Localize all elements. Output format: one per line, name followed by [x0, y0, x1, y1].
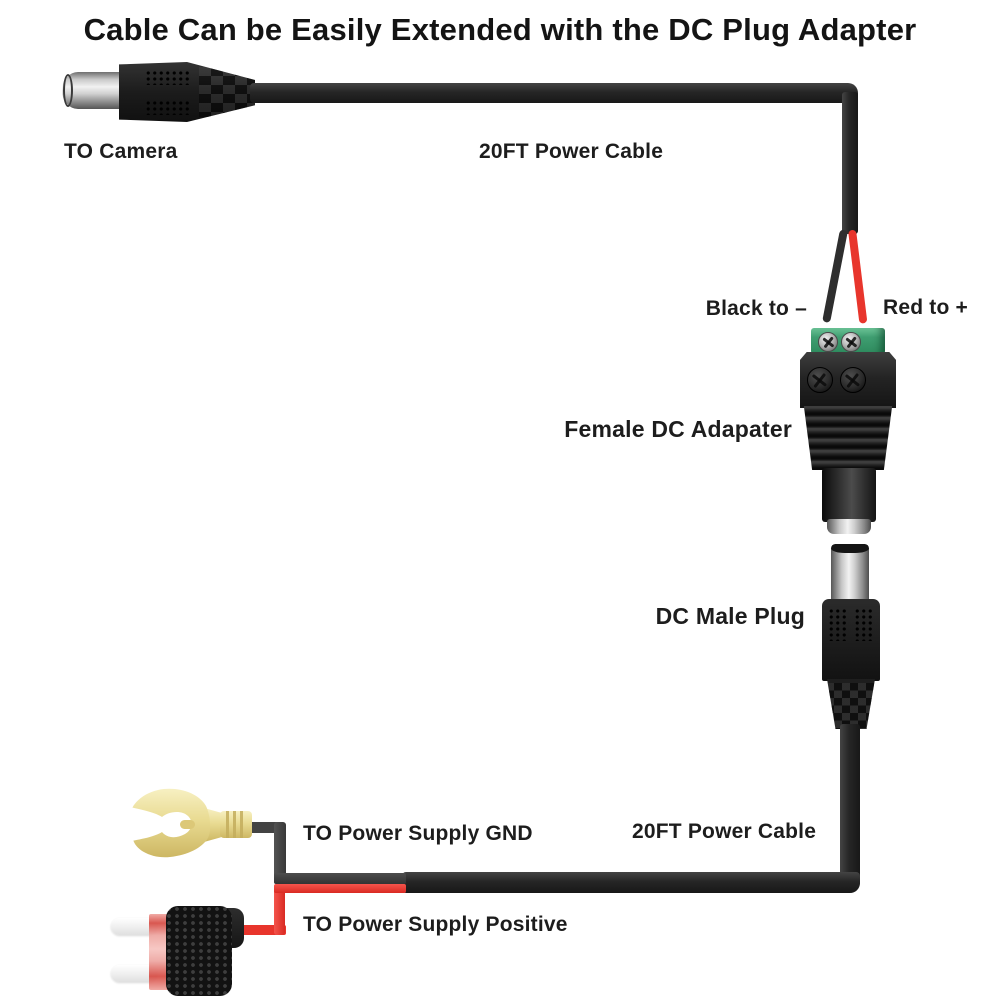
plug-grip-checker [199, 67, 255, 117]
fork-terminal-gnd-icon [128, 788, 252, 858]
positive-wire-horizontal-long [274, 884, 406, 893]
male-plug-cable [840, 724, 860, 886]
label-power-cable-bottom: 20FT Power Cable [632, 820, 817, 843]
gnd-wire-horizontal-short [246, 822, 284, 833]
label-power-supply-gnd: TO Power Supply GND [303, 822, 533, 845]
power-cable-right-vertical [842, 92, 858, 234]
gnd-wire-vertical [274, 822, 286, 884]
male-plug-dots-left [828, 608, 849, 641]
fuse-prong-bottom [111, 965, 157, 982]
plug-grip-dots-top [145, 70, 191, 85]
male-plug-strain-checker [827, 683, 875, 729]
terminal-screw-left [818, 332, 838, 352]
adapter-barrel [822, 468, 876, 522]
plug-tip-rim [63, 74, 73, 107]
label-female-dc-adapter: Female DC Adapater [564, 416, 792, 442]
adapter-screw-right [840, 367, 866, 393]
male-plug-body [822, 599, 880, 681]
positive-wire-horizontal-short [238, 925, 286, 935]
label-to-camera: TO Camera [64, 140, 178, 163]
gnd-wire-horizontal-long [274, 873, 406, 884]
label-power-cable-top: 20FT Power Cable [479, 140, 664, 163]
label-black-to-negative: Black to – [705, 297, 807, 320]
adapter-ribbed-grip [803, 406, 893, 470]
male-plug-silver-barrel [831, 544, 869, 602]
split-wire-black [822, 229, 848, 324]
fuse-holder-body [166, 906, 232, 996]
plug-body [119, 62, 255, 122]
male-plug-dots-right [854, 608, 875, 641]
diagram-title: Cable Can be Easily Extended with the DC… [83, 12, 917, 47]
terminal-screw-right [841, 332, 861, 352]
male-plug-strain-relief [827, 679, 875, 729]
adapter-silver-ring [827, 519, 871, 534]
plug-grip-dots-bottom [145, 100, 191, 115]
fuse-prong-top [111, 918, 157, 935]
label-dc-male-plug: DC Male Plug [655, 603, 805, 629]
label-power-supply-positive: TO Power Supply Positive [303, 913, 568, 936]
positive-wire-vertical [274, 884, 285, 935]
power-cable-bottom-run [402, 872, 860, 893]
power-cable-top [250, 83, 858, 103]
split-wire-red [848, 229, 868, 324]
label-red-to-positive: Red to + [883, 296, 969, 319]
adapter-screw-left [807, 367, 833, 393]
male-plug-barrel-rim [831, 544, 869, 553]
